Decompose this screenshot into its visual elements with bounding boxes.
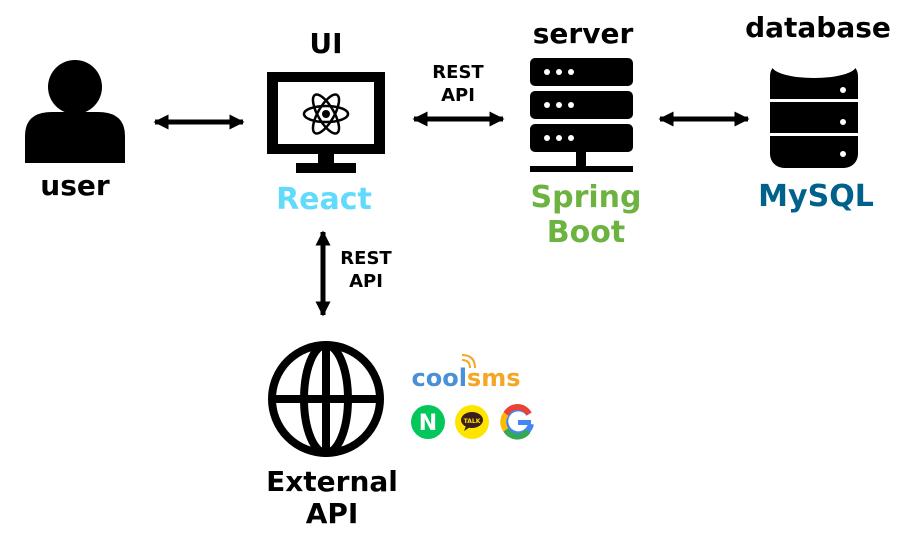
rest-api-line1: REST xyxy=(340,248,392,269)
rest-api-label-ui-external: REST API xyxy=(340,248,391,293)
database-title: database xyxy=(745,11,891,44)
rest-api-line2: API xyxy=(349,270,383,292)
svg-text:G: G xyxy=(518,449,519,451)
external-api-line1: External xyxy=(266,465,398,498)
rest-api-line2: API xyxy=(441,84,475,106)
server-title: server xyxy=(532,17,634,50)
ui-title: UI xyxy=(309,27,343,60)
external-api-line2: API xyxy=(305,497,359,531)
globe-icon xyxy=(268,341,384,457)
person-icon xyxy=(25,60,125,163)
rest-api-label-ui-server: REST API xyxy=(432,62,483,107)
spring-boot-label-line1: Spring xyxy=(530,180,642,215)
google-logo: G xyxy=(500,404,535,451)
external-api-label: External API xyxy=(266,465,398,531)
mysql-label: MySQL xyxy=(758,179,874,214)
server-rack-icon xyxy=(530,58,633,172)
user-label: user xyxy=(40,169,110,202)
kakao-talk-logo: TALK xyxy=(455,405,489,439)
coolsms-logo: coolsms xyxy=(411,354,521,392)
naver-logo: N xyxy=(411,405,445,439)
spring-boot-label-line2: Boot xyxy=(546,214,626,250)
database-icon xyxy=(770,54,858,168)
spring-boot-label: Spring Boot xyxy=(530,180,642,250)
svg-text:coolsms: coolsms xyxy=(411,364,520,392)
svg-text:TALK: TALK xyxy=(464,418,481,425)
svg-text:N: N xyxy=(419,411,437,436)
monitor-icon xyxy=(267,72,385,173)
react-atom-icon xyxy=(302,93,350,135)
react-label: React xyxy=(276,182,372,217)
rest-api-line1: REST xyxy=(432,62,484,83)
